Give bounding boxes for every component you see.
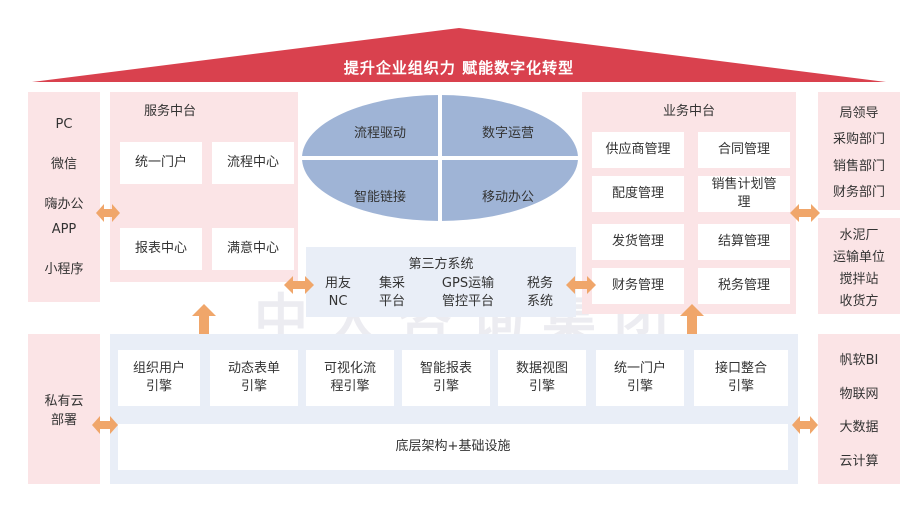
quadrant-smart-link: 智能链接	[353, 190, 406, 205]
double-arrow-icon	[92, 416, 118, 434]
channel-miniprogram: 小程序	[44, 262, 84, 278]
third-party-tax: 税务 系统	[526, 276, 553, 309]
tech-cloud: 云计算	[839, 453, 879, 469]
service-item-portal: 统一门户	[120, 142, 202, 184]
biz-settlement: 结算管理	[698, 224, 790, 260]
partner-mixing-station: 搅拌站	[839, 271, 879, 287]
tech-iot: 物联网	[839, 386, 879, 402]
third-party-yonyou: 用友 NC	[324, 276, 351, 309]
partner-transport: 运输单位	[832, 249, 885, 265]
tech-fanruan-bi: 帆软BI	[839, 353, 879, 369]
business-center-title: 业务中台	[662, 104, 715, 119]
role-procurement: 采购部门	[832, 132, 885, 148]
roof-title: 提升企业组织力 赋能数字化转型	[343, 59, 575, 77]
role-bureau-leader: 局领导	[839, 105, 879, 121]
right-tech-panel: 帆软BI 物联网 大数据 云计算	[818, 334, 900, 484]
service-item-report: 报表中心	[120, 228, 202, 270]
third-party-procurement: 集采 平台	[378, 276, 405, 309]
engine-org-user: 组织用户 引擎	[118, 350, 200, 406]
channel-pc: PC	[55, 116, 73, 132]
capability-ellipse	[302, 95, 578, 221]
channel-app: APP	[51, 221, 77, 237]
right-roles-panel: 局领导 采购部门 销售部门 财务部门	[818, 92, 900, 210]
role-finance: 财务部门	[832, 185, 885, 201]
biz-shipping: 发货管理	[592, 224, 684, 260]
service-item-satisfaction: 满意中心	[212, 228, 294, 270]
channel-hai: 嗨办公	[44, 197, 84, 213]
up-arrow-icon	[680, 304, 704, 334]
partner-receiver: 收货方	[839, 293, 879, 309]
biz-tax: 税务管理	[698, 268, 790, 304]
biz-contract: 合同管理	[698, 132, 790, 168]
channel-wechat: 微信	[50, 157, 77, 173]
biz-sales-plan: 销售计划管 理	[698, 176, 790, 212]
double-arrow-icon	[96, 204, 120, 222]
base-infrastructure: 底层架构+基础设施	[118, 424, 788, 470]
double-arrow-icon	[566, 276, 596, 294]
double-arrow-icon	[792, 416, 818, 434]
roof-shape	[32, 28, 886, 82]
tech-big-data: 大数据	[839, 420, 879, 436]
biz-quota: 配度管理	[592, 176, 684, 212]
third-party-title: 第三方系统	[408, 257, 474, 272]
private-cloud-line1: 私有云	[44, 394, 84, 409]
biz-supplier: 供应商管理	[592, 132, 684, 168]
roof	[32, 28, 886, 82]
double-arrow-icon	[790, 204, 820, 222]
partner-cement-plant: 水泥厂	[839, 227, 879, 243]
quadrant-digital-operation: 数字运营	[481, 126, 534, 141]
engine-data-view: 数据视图 引擎	[498, 350, 586, 406]
service-center-panel: 服务中台 统一门户 流程中心 报表中心 满意中心	[110, 92, 298, 282]
private-cloud-panel: 私有云 部署	[28, 334, 100, 484]
engine-visual-process: 可视化流 程引擎	[306, 350, 394, 406]
service-item-process: 流程中心	[212, 142, 294, 184]
up-arrow-icon	[192, 304, 216, 334]
double-arrow-icon	[284, 276, 314, 294]
third-party-panel: 第三方系统 用友 NC 集采 平台 GPS运输 管控平台 税务 系统	[306, 247, 576, 317]
quadrant-process-driven: 流程驱动	[353, 126, 406, 141]
private-cloud-line2: 部署	[50, 413, 77, 428]
engine-smart-report: 智能报表 引擎	[402, 350, 490, 406]
third-party-gps: GPS运输 管控平台	[441, 276, 495, 309]
quadrant-mobile-office: 移动办公	[481, 190, 534, 205]
engine-interface: 接口整合 引擎	[694, 350, 788, 406]
right-partners-panel: 水泥厂 运输单位 搅拌站 收货方	[818, 218, 900, 314]
engine-dynamic-form: 动态表单 引擎	[210, 350, 298, 406]
left-channels-panel: PC 微信 嗨办公 APP 小程序	[28, 92, 100, 302]
biz-finance: 财务管理	[592, 268, 684, 304]
service-center-title: 服务中台	[143, 104, 196, 119]
role-sales: 销售部门	[832, 158, 885, 174]
engine-unified-portal: 统一门户 引擎	[596, 350, 684, 406]
